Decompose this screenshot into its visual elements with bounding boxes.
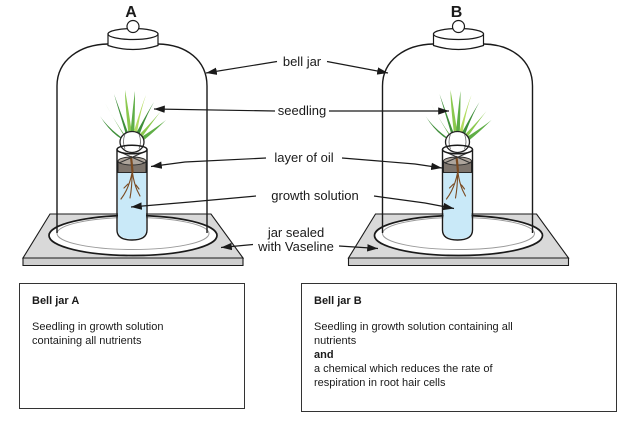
box-b-text-line: Seedling in growth solution containing a… [314,321,513,333]
arrow-seedling-left [153,105,276,113]
jar-a-letter: A [125,4,137,21]
callout-bell-jar: bell jar [283,54,322,69]
callout-layer-of-oil: layer of oil [274,150,333,165]
bell-jar-apparatus-b [347,19,570,267]
box-b-text-line: a chemical which reduces the rate of [314,363,493,375]
arrow-oil-left [150,157,267,169]
callout-jar-sealed-line2: with Vaseline [257,239,334,254]
box-a-text-line: containing all nutrients [32,335,142,347]
box-b-text-line: respiration in root hair cells [314,377,446,389]
box-b-text-line: nutrients [314,335,357,347]
box-b-text-line: and [314,349,334,361]
box-a-text-line: Seedling in growth solution [32,321,164,333]
arrow-oil-right [341,157,443,171]
arrow-seal-right [338,244,379,252]
arrow-bell-jar-left [205,60,278,75]
callout-growth-solution: growth solution [271,188,358,203]
experiment-diagram: A B bell jar seedling layer of oil growt… [21,4,570,267]
box-a-title: Bell jar A [32,295,80,307]
box-b-title: Bell jar B [314,295,362,307]
bell-jar-a-description-box: Bell jar A Seedling in growth solution c… [19,283,245,409]
arrow-bell-jar-right [326,60,389,75]
jar-b-letter: B [451,4,463,21]
bell-jar-b-description-box: Bell jar B Seedling in growth solution c… [301,283,617,412]
arrow-growth-right [373,195,455,211]
bell-jar-apparatus-a [21,19,245,267]
callout-jar-sealed-line1: jar sealed [267,225,324,240]
callout-seedling: seedling [278,103,326,118]
arrow-seal-left [220,242,254,251]
arrow-growth-left [130,195,257,210]
